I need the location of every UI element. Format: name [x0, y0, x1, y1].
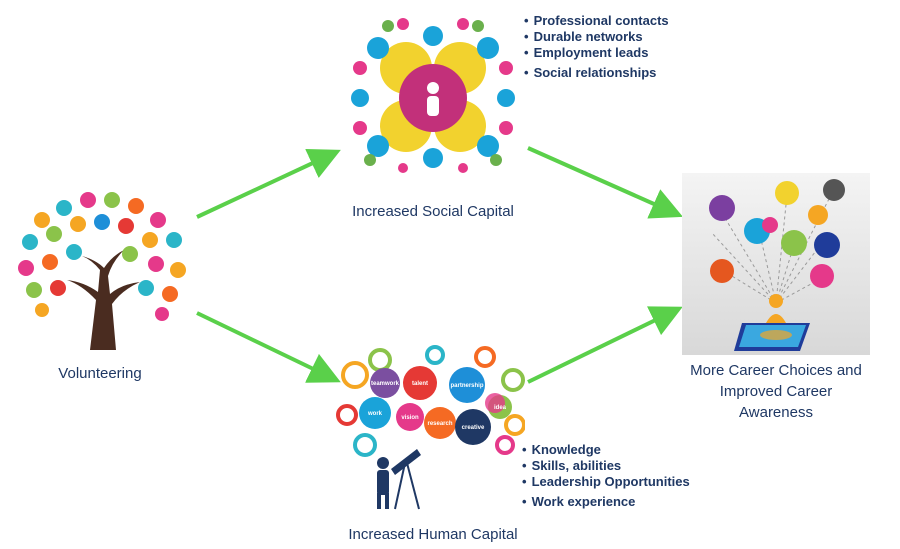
gears-telescope-icon: teamwork talent partnership work vision …	[335, 345, 525, 510]
bullet-item: Work experience	[522, 494, 690, 510]
career-label-line: More Career Choices and	[690, 362, 862, 379]
social-media-tablet-icon	[682, 173, 870, 355]
bullet-item: Leadership Opportunities	[522, 474, 690, 490]
gear-word: work	[367, 411, 383, 417]
bullet-item: Durable networks	[524, 29, 669, 45]
human-capital-bullets: Knowledge Skills, abilities Leadership O…	[522, 442, 690, 510]
bullet-item: Employment leads	[524, 45, 669, 61]
volunteering-label: Volunteering	[58, 365, 142, 382]
career-label-line: Improved Career	[719, 383, 833, 400]
arrow-volunteering-to-human	[196, 311, 341, 383]
social-capital-bullets: Professional contacts Durable networks E…	[524, 13, 669, 81]
gear-word: idea	[494, 405, 507, 411]
bullet-item: Social relationships	[524, 65, 669, 81]
arrow-social-to-career	[527, 146, 683, 219]
gear-word: research	[427, 421, 452, 427]
bullet-item: Professional contacts	[524, 13, 669, 29]
arrow-human-to-career	[527, 306, 683, 384]
bullet-item: Skills, abilities	[522, 458, 690, 474]
people-network-icon	[348, 18, 518, 173]
gear-word: teamwork	[371, 381, 400, 387]
career-label: More Career Choices and Improved Career …	[676, 360, 876, 423]
career-label-line: Awareness	[739, 404, 813, 421]
tree-of-hands-icon	[12, 190, 192, 350]
gear-word: talent	[412, 381, 428, 387]
human-capital-label: Increased Human Capital	[348, 526, 518, 543]
bullet-item: Knowledge	[522, 442, 690, 458]
social-capital-label: Increased Social Capital	[352, 203, 514, 220]
gear-word: creative	[462, 425, 485, 431]
gear-word: vision	[401, 415, 419, 421]
arrow-volunteering-to-social	[196, 148, 341, 219]
gear-word: partnership	[450, 383, 483, 389]
